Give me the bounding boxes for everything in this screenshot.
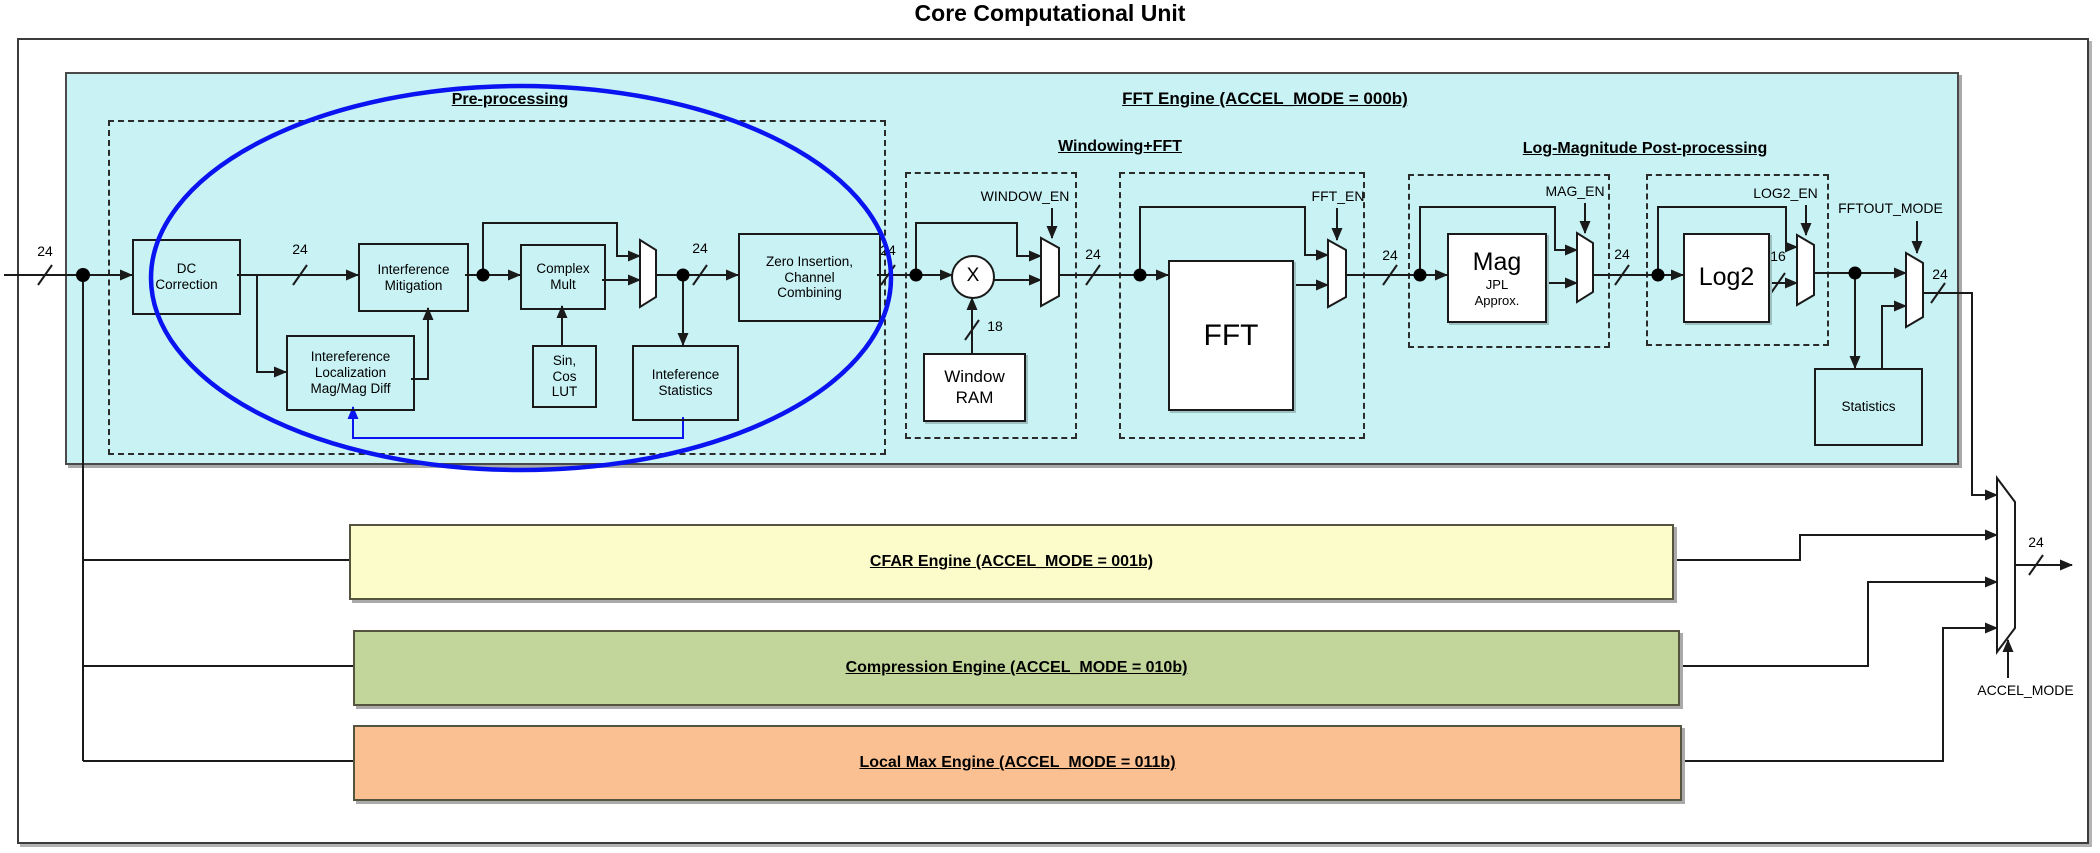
windowing-box — [905, 172, 1077, 439]
bus-width-label: 18 — [987, 318, 1003, 334]
mux-window-en — [1040, 236, 1060, 308]
junction-dot — [1651, 268, 1665, 282]
wire-compression-out — [1676, 576, 1998, 667]
compression-engine-bar: Compression Engine (ACCEL_MODE = 010b) — [353, 630, 1680, 706]
wire-localmax-out — [1678, 622, 1998, 762]
mag-box-dashed — [1408, 174, 1610, 348]
wire-bypass-mag — [1419, 206, 1578, 275]
page-title: Core Computational Unit — [914, 0, 1186, 26]
diagram-frame — [17, 38, 2089, 844]
junction-dot — [676, 268, 690, 282]
label-log2-en: LOG2_EN — [1753, 185, 1818, 201]
junction-dot — [1133, 268, 1147, 282]
bus-width-label: 24 — [292, 241, 308, 257]
mux-fft-en — [1327, 238, 1347, 309]
log2-box-dashed — [1646, 174, 1829, 346]
label-fft-en: FFT_EN — [1311, 188, 1365, 204]
block-log2: Log2 — [1683, 233, 1770, 323]
bus-width-label: 16 — [1770, 248, 1786, 264]
junction-dot — [1413, 268, 1427, 282]
bus-width-label: 24 — [1614, 246, 1630, 262]
bus-slash — [1614, 264, 1630, 286]
fft-box-dashed — [1119, 172, 1365, 439]
section-windowing-fft: Windowing+FFT — [1058, 138, 1182, 155]
junction-dot — [1848, 266, 1862, 280]
label-window-en: WINDOW_EN — [980, 188, 1070, 204]
section-fft-engine: FFT Engine (ACCEL_MODE = 000b) — [1122, 89, 1408, 108]
bus-width-label: 24 — [1932, 266, 1948, 282]
mux-log2-en — [1796, 233, 1815, 307]
wire-statistics-up — [1881, 300, 1907, 368]
junction-dot — [76, 268, 90, 282]
wire-cfar-out — [1670, 529, 1998, 561]
block-statistics: Statistics — [1814, 368, 1923, 446]
bus-slash — [964, 319, 980, 341]
bus-width-slashes — [37, 264, 2044, 576]
mux-fftout-mode — [1905, 251, 1924, 329]
wire-bypass-log2 — [1657, 206, 1798, 275]
label-accel-mode: ACCEL_MODE — [1977, 682, 2074, 698]
bus-width-label: 24 — [880, 242, 896, 258]
block-dc-correction: DC Correction — [132, 239, 241, 315]
multiplier-circle — [951, 255, 995, 299]
mux-mag-en — [1576, 231, 1594, 304]
block-sin-cos-lut: Sin, Cos LUT — [532, 345, 597, 408]
bus-slash — [1085, 264, 1101, 286]
block-interference-statistics: Inteference Statistics — [632, 345, 739, 421]
bus-width-label: 24 — [1085, 246, 1101, 262]
label-fftout-mode: FFTOUT_MODE — [1838, 200, 1943, 216]
bus-width-label: 24 — [37, 243, 53, 259]
block-mag: Mag JPL Approx. — [1447, 233, 1547, 323]
bus-slash — [1770, 272, 1786, 294]
mux-accel-mode — [1996, 475, 2016, 655]
bus-width-label: 24 — [692, 240, 708, 256]
mag-sub-label-1: JPL — [1485, 277, 1509, 293]
local-max-engine-bar: Local Max Engine (ACCEL_MODE = 011b) — [353, 725, 1682, 801]
bus-slash — [1382, 264, 1398, 286]
bus-slash — [1930, 282, 1946, 304]
block-fft: FFT — [1168, 260, 1294, 411]
bus-width-label: 24 — [1382, 247, 1398, 263]
multiplier-x-label: X — [966, 265, 980, 286]
junction-dot — [476, 268, 490, 282]
block-interference-localization: Intereference Localization Mag/Mag Diff — [286, 335, 415, 411]
bus-slash — [2028, 554, 2044, 576]
block-zero-insertion: Zero Insertion, Channel Combining — [738, 233, 881, 322]
mag-sub-label-2: Approx. — [1474, 292, 1520, 308]
junction-dot — [909, 268, 923, 282]
wire-bypass-window — [915, 222, 1042, 275]
block-interference-mitigation: Interference Mitigation — [358, 243, 469, 312]
bus-slash — [37, 264, 53, 286]
wire-bypass-fft — [1139, 206, 1329, 275]
cfar-engine-bar: CFAR Engine (ACCEL_MODE = 001b) — [349, 524, 1674, 600]
wire-loc-branch — [256, 275, 287, 378]
section-log-magnitude: Log-Magnitude Post-processing — [1522, 140, 1768, 157]
block-window-ram: Window RAM — [923, 353, 1026, 422]
wire-fftout-out — [1923, 292, 1998, 501]
mag-label: Mag — [1472, 247, 1522, 276]
bus-width-label: 24 — [2028, 534, 2044, 550]
block-complex-mult: Complex Mult — [520, 244, 606, 310]
label-mag-en: MAG_EN — [1545, 183, 1605, 199]
mux-preprocessing — [639, 238, 657, 309]
